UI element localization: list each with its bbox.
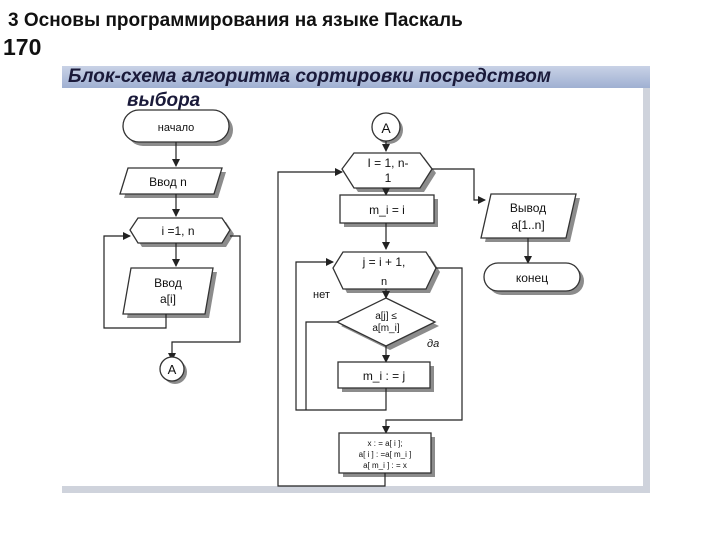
- page-number: 170: [3, 34, 42, 60]
- input-n-block: Ввод n: [119, 167, 226, 198]
- assign-m-block: m_i = i: [339, 194, 438, 227]
- loop-I-label-line1: I = 1, n-: [367, 156, 408, 170]
- input-a-block: Ввод a[i]: [122, 267, 217, 318]
- input-a-label-line1: Ввод: [154, 276, 182, 290]
- input-n-label: Ввод n: [149, 175, 187, 189]
- loop-j-block: j = i + 1, n: [332, 251, 440, 293]
- loop-i-exit-arrow: [168, 235, 241, 361]
- output-block: Вывод a[1..n]: [480, 193, 580, 242]
- loop-j-exit-arrow: [382, 267, 463, 434]
- loop-i-block: i =1, n: [129, 217, 234, 247]
- swap-block: x : = a[ i ]; a[ i ] : =a[ m_i ] a[ m_i …: [338, 432, 435, 477]
- loop-j-label-line2: n: [381, 276, 387, 288]
- loop-i-label: i =1, n: [161, 224, 194, 238]
- input-a-label-line2: a[i]: [160, 292, 176, 306]
- end-label: конец: [516, 271, 548, 285]
- output-label-line1: Вывод: [510, 201, 546, 215]
- loop-j-back-arrow: [295, 258, 334, 411]
- start-label: начало: [158, 122, 194, 134]
- loop-I-exit-arrow: [432, 168, 486, 204]
- merge-line: [306, 388, 387, 411]
- assign-mj-label: m_i : = j: [363, 369, 405, 383]
- swap-label-line2: a[ i ] : =a[ m_i ]: [359, 450, 412, 459]
- slide-title: Блок-схема алгоритма сортировки посредст…: [68, 66, 551, 87]
- yes-label: да: [427, 338, 439, 350]
- loop-I-block: I = 1, n- 1: [341, 152, 436, 192]
- no-label: нет: [313, 289, 330, 301]
- loop-I-label-line2: 1: [385, 171, 392, 185]
- no-branch-line: [305, 321, 337, 410]
- swap-label-line3: a[ m_i ] : = x: [363, 461, 407, 470]
- end-terminal: конец: [483, 262, 584, 295]
- connector-in-label: A: [381, 120, 391, 136]
- loop-i-back-arrow: [103, 232, 167, 329]
- start-terminal: начало: [122, 109, 233, 146]
- loop-j-label-line1: j = i + 1,: [362, 255, 406, 269]
- slide-title-bar: [62, 66, 650, 88]
- header-title: 3 Основы программирования на языке Паска…: [8, 10, 463, 31]
- condition-label-line1: a[j] ≤: [375, 311, 397, 322]
- assign-m-label: m_i = i: [369, 203, 405, 217]
- swap-label-line1: x : = a[ i ];: [368, 439, 403, 448]
- condition-label-line2: a[m_i]: [372, 323, 399, 334]
- connector-out-label: A: [168, 362, 177, 377]
- condition-diamond: a[j] ≤ a[m_i]: [335, 297, 439, 350]
- loop-I-back-arrow: [277, 168, 386, 487]
- connector-in: A: [371, 112, 403, 144]
- output-label-line2: a[1..n]: [511, 218, 544, 232]
- connector-out: A: [159, 356, 187, 384]
- slide-title-continued: выбора: [127, 90, 201, 111]
- assign-mj-block: m_i : = j: [337, 361, 434, 392]
